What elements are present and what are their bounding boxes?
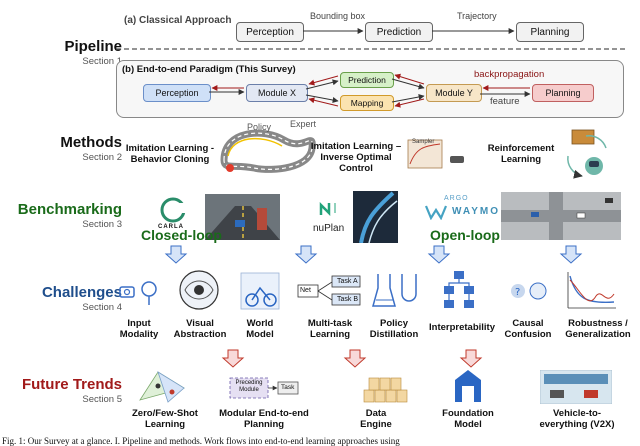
challenge-robustness-generalization: Robustness / Generalization bbox=[565, 318, 631, 340]
future-title: Future Trends bbox=[21, 376, 122, 393]
sampler-icon bbox=[407, 139, 464, 169]
world-model-icon bbox=[240, 272, 280, 310]
carla-logo-icon bbox=[160, 197, 186, 223]
future-v2x: Vehicle-to-everything (V2X) bbox=[539, 408, 615, 430]
waymo-label: WAYMO bbox=[452, 206, 500, 217]
challenge-causal-confusion: Causal Confusion bbox=[504, 318, 552, 340]
zero-few-shot-icon bbox=[139, 371, 185, 403]
behavior-cloning-track-icon bbox=[220, 129, 316, 173]
challenge-policy-distillation: Policy Distillation bbox=[369, 318, 419, 340]
policy-label: Policy bbox=[247, 122, 272, 132]
carla-scene-image bbox=[205, 194, 280, 240]
nuplan-scene-image bbox=[353, 191, 398, 243]
foundation-model-icon bbox=[455, 370, 481, 402]
robustness-generalization-icon bbox=[567, 272, 616, 309]
future-modular-planning: Modular End-to-end Planning bbox=[219, 408, 309, 430]
challenges-title: Challenges bbox=[41, 284, 122, 301]
task-a-label: Task A bbox=[337, 278, 358, 285]
trajectory-label: Trajectory bbox=[457, 11, 497, 21]
blue-down-arrows bbox=[164, 245, 583, 264]
waymo-logo-icon bbox=[424, 205, 448, 220]
visual-abstraction-icon bbox=[179, 270, 219, 310]
task-b-label: Task B bbox=[337, 296, 359, 303]
argo-label: ARGO bbox=[444, 195, 469, 202]
nuplan-label: nuPlan bbox=[313, 223, 345, 234]
closed-loop-label: Closed-loop bbox=[141, 227, 222, 243]
multi-task-learning-icon bbox=[297, 275, 361, 306]
methods-section: Section 2 bbox=[82, 152, 122, 163]
e2e-module-y-box: Module Y bbox=[426, 84, 482, 102]
feature-label: feature bbox=[490, 96, 520, 107]
e2e-mapping-box: Mapping bbox=[340, 95, 394, 111]
future-zero-few-shot: Zero/Few-Shot Learning bbox=[132, 408, 198, 430]
e2e-prediction-box: Prediction bbox=[340, 72, 394, 88]
benchmarking-section: Section 3 bbox=[82, 219, 122, 230]
modular-planning-icon bbox=[229, 377, 299, 399]
pipeline-section: Section 1 bbox=[82, 56, 122, 67]
waymo-scene-image bbox=[501, 192, 621, 240]
policy-distillation-icon bbox=[372, 274, 417, 307]
rl-label: Reinforcement Learning bbox=[487, 143, 555, 165]
net-label: Net bbox=[300, 287, 311, 294]
classical-planning-box: Planning bbox=[516, 22, 584, 42]
preceding-module-label: Preceding Module bbox=[235, 380, 263, 393]
e2e-arrows bbox=[209, 73, 531, 108]
challenge-visual-abstraction: Visual Abstraction bbox=[173, 318, 227, 340]
causal-confusion-icon: ? bbox=[511, 282, 547, 300]
future-section: Section 5 bbox=[82, 394, 122, 405]
classical-perception-box: Perception bbox=[236, 22, 304, 42]
open-loop-label: Open-loop bbox=[430, 227, 500, 243]
e2e-planning-box: Planning bbox=[532, 84, 594, 102]
classical-arrows bbox=[116, 28, 628, 50]
v2x-icon bbox=[540, 370, 612, 404]
nuplan-logo-icon bbox=[319, 201, 336, 217]
il-ioc-label: Imitation Learning – Inverse Optimal Con… bbox=[310, 141, 402, 174]
backprop-label: backpropagation bbox=[474, 69, 545, 80]
interpretability-icon bbox=[444, 271, 474, 308]
e2e-perception-box: Perception bbox=[143, 84, 211, 102]
e2e-label: (b) End-to-end Paradigm (This Survey) bbox=[122, 64, 296, 75]
classical-prediction-box: Prediction bbox=[365, 22, 433, 42]
bounding-box-label: Bounding box bbox=[310, 11, 366, 21]
figure-caption: Fig. 1: Our Survey at a glance. I. Pipel… bbox=[2, 436, 400, 446]
benchmarking-title: Benchmarking bbox=[17, 201, 122, 218]
challenge-multi-task-learning: Multi-task Learning bbox=[307, 318, 353, 340]
svg-text:?: ? bbox=[515, 287, 520, 298]
challenge-interpretability: Interpretability bbox=[429, 322, 495, 333]
methods-title: Methods bbox=[60, 134, 122, 151]
e2e-module-x-box: Module X bbox=[246, 84, 308, 102]
challenge-world-model: World Model bbox=[246, 318, 274, 340]
rl-robot-icon bbox=[567, 129, 607, 179]
sampler-label: Sampler bbox=[412, 139, 435, 145]
expert-label: Expert bbox=[290, 119, 317, 129]
task-label: Task bbox=[281, 384, 295, 391]
challenges-section: Section 4 bbox=[82, 302, 122, 313]
challenge-input-modality: Input Modality bbox=[119, 318, 159, 340]
data-engine-icon bbox=[363, 377, 408, 403]
future-foundation-model: Foundation Model bbox=[442, 408, 494, 430]
future-data-engine: Data Engine bbox=[360, 408, 392, 430]
pipeline-title: Pipeline bbox=[64, 38, 122, 55]
input-modality-icon bbox=[119, 281, 157, 305]
il-bc-label: Imitation Learning - Behavior Cloning bbox=[125, 143, 215, 165]
carla-label: CARLA bbox=[158, 224, 184, 230]
red-down-arrows bbox=[221, 349, 483, 368]
classical-label: (a) Classical Approach bbox=[124, 15, 232, 26]
